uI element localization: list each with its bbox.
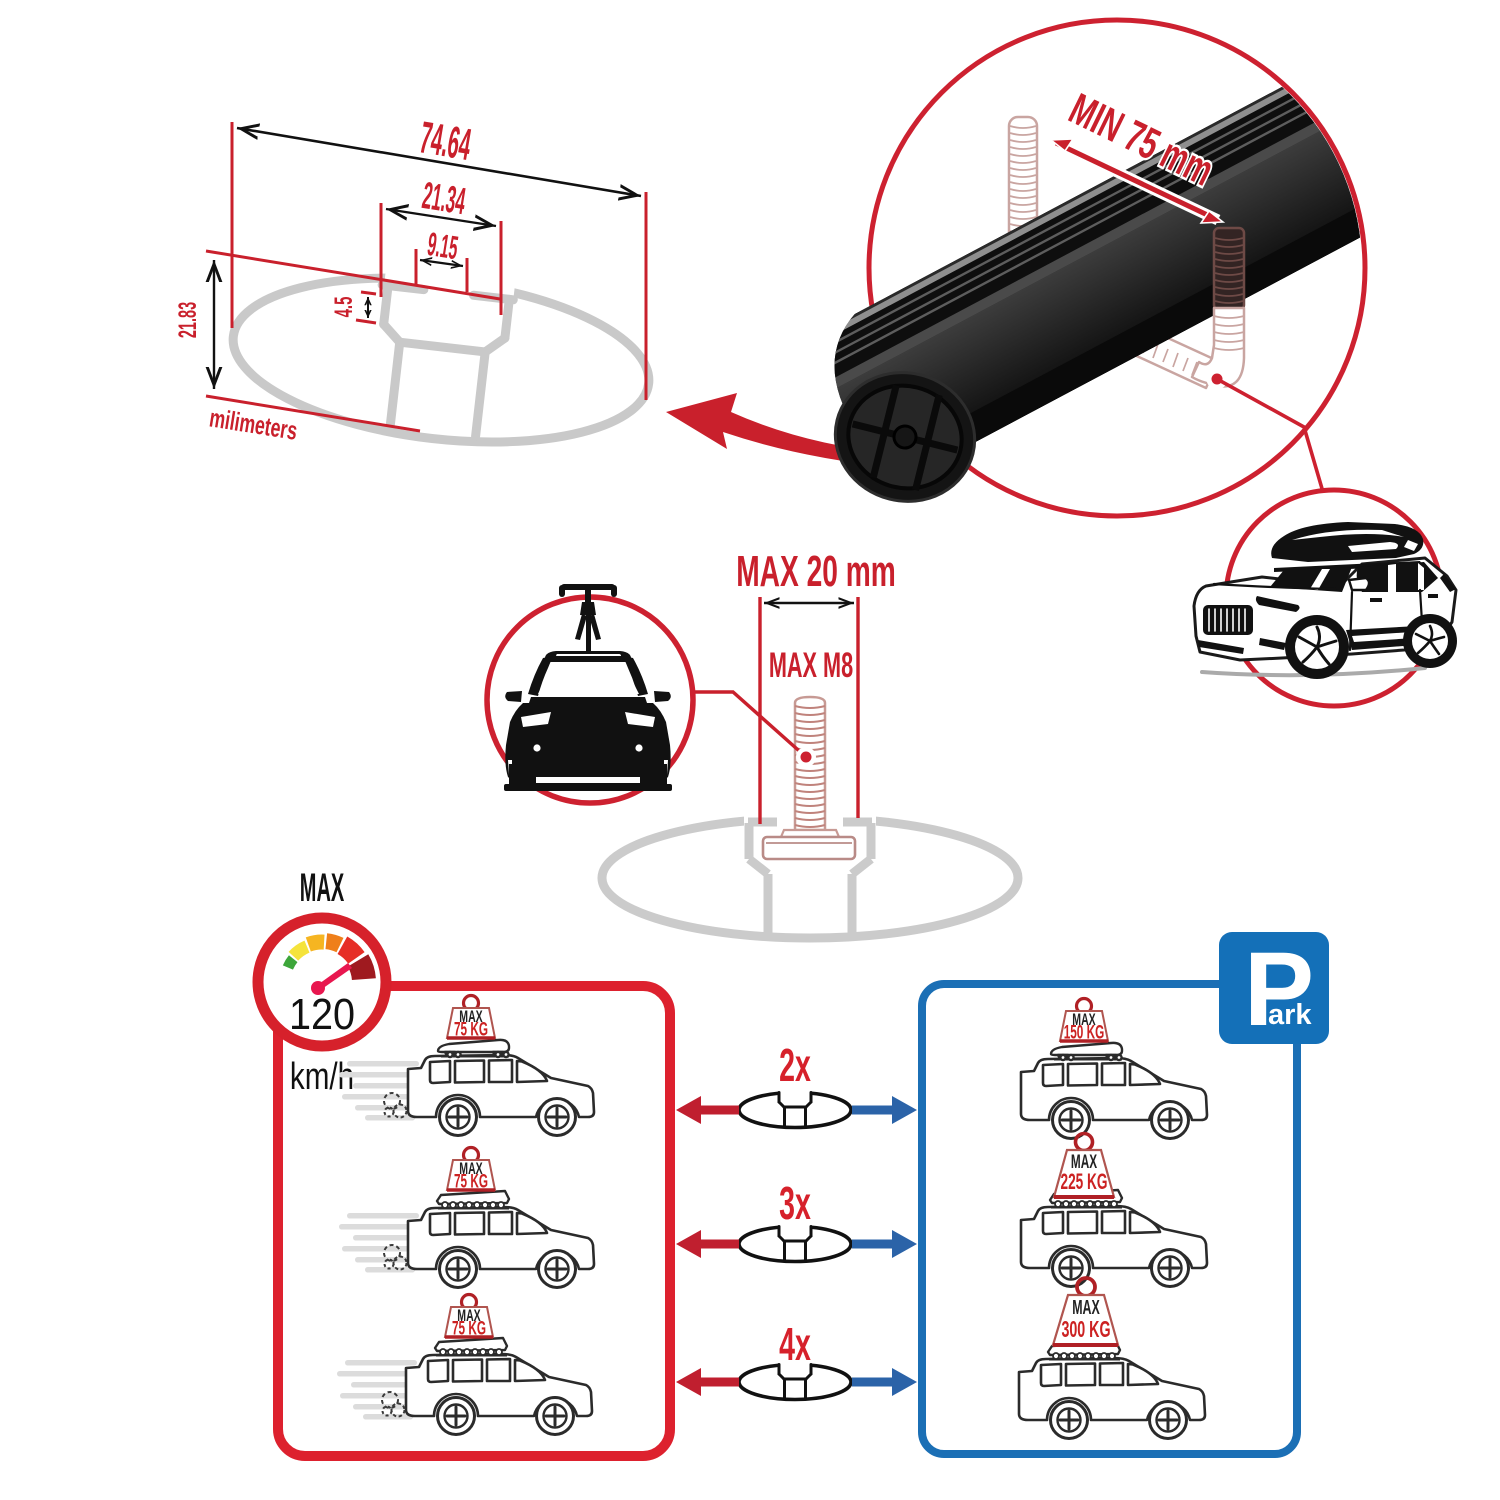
svg-text:21.34: 21.34: [419, 175, 468, 224]
svg-text:MAX 20 mm: MAX 20 mm: [736, 547, 896, 596]
svg-text:9.15: 9.15: [425, 227, 460, 267]
svg-text:P: P: [1244, 931, 1314, 1048]
svg-text:150 KG: 150 KG: [1064, 1023, 1105, 1043]
svg-text:75 KG: 75 KG: [454, 1020, 488, 1040]
svg-text:MAX: MAX: [1072, 1296, 1100, 1319]
svg-text:MAX: MAX: [300, 864, 344, 910]
svg-text:MAX: MAX: [459, 1006, 483, 1025]
svg-text:ark: ark: [1268, 999, 1312, 1031]
svg-text:MAX: MAX: [1071, 1152, 1098, 1172]
svg-text:2x: 2x: [779, 1040, 811, 1092]
svg-text:MAX: MAX: [1072, 1009, 1096, 1028]
svg-text:120: 120: [289, 989, 355, 1038]
svg-text:4.5: 4.5: [330, 297, 358, 318]
svg-text:225 KG: 225 KG: [1061, 1169, 1108, 1194]
svg-text:74.64: 74.64: [416, 112, 475, 170]
svg-text:300 KG: 300 KG: [1061, 1318, 1110, 1343]
svg-text:21.83: 21.83: [175, 302, 202, 338]
svg-text:3x: 3x: [779, 1178, 811, 1230]
svg-text:MAX M8: MAX M8: [769, 647, 853, 685]
